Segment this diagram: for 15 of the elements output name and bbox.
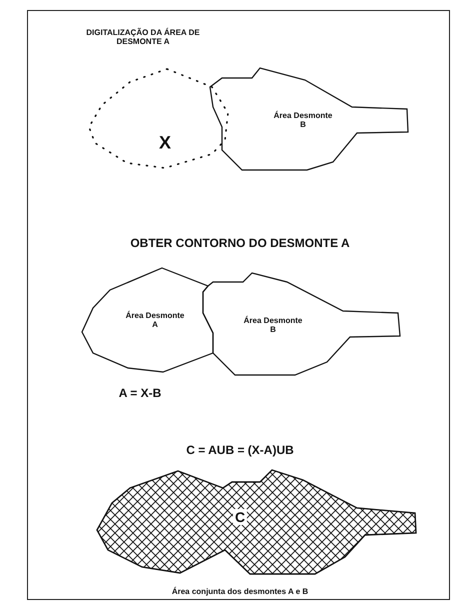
formula-text: C = AUB = (X-A)UB bbox=[185, 443, 295, 457]
step-heading: OBTER CONTORNO DO DESMONTE A bbox=[129, 236, 351, 250]
formula-text: A = X-B bbox=[118, 386, 162, 400]
hatched-area bbox=[97, 470, 416, 574]
area-label: Área Desmonte B bbox=[273, 111, 333, 129]
dotted-outline bbox=[89, 69, 228, 168]
area-outline bbox=[203, 273, 400, 375]
area-outline bbox=[82, 268, 213, 372]
area-label: C bbox=[232, 509, 248, 525]
caption-text: Área conjunta dos desmontes A e B bbox=[170, 587, 310, 596]
area-label: X bbox=[159, 132, 171, 154]
area-label: Área Desmonte A bbox=[125, 311, 185, 329]
area-label: Área Desmonte B bbox=[243, 316, 303, 334]
step-heading: DIGITALIZAÇÃO DA ÁREA DE DESMONTE A bbox=[85, 28, 201, 46]
area-outline bbox=[210, 68, 408, 170]
